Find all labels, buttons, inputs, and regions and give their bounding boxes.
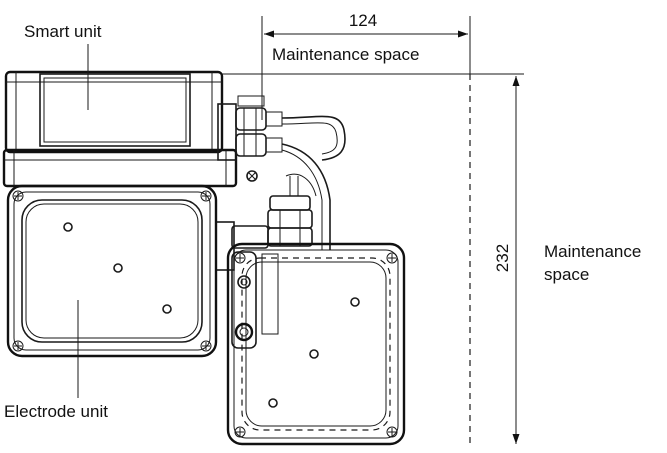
secondary-unit-housing	[226, 242, 406, 446]
electrode-unit-housing	[6, 184, 218, 358]
cables	[281, 115, 346, 250]
electrode-cable-glands	[215, 195, 313, 271]
smart-unit-housing	[2, 70, 238, 188]
label-maintenance-space-right-2: space	[544, 265, 589, 284]
label-electrode-unit: Electrode unit	[4, 402, 108, 421]
label-maintenance-space-right-1: Maintenance	[544, 242, 641, 261]
label-width-dimension: 124	[349, 11, 377, 30]
label-maintenance-space-top: Maintenance space	[272, 45, 419, 64]
width-dimension	[222, 16, 524, 120]
label-height-dimension: 232	[493, 244, 512, 272]
smart-unit-cable-glands	[217, 95, 283, 182]
label-smart-unit: Smart unit	[24, 22, 102, 41]
